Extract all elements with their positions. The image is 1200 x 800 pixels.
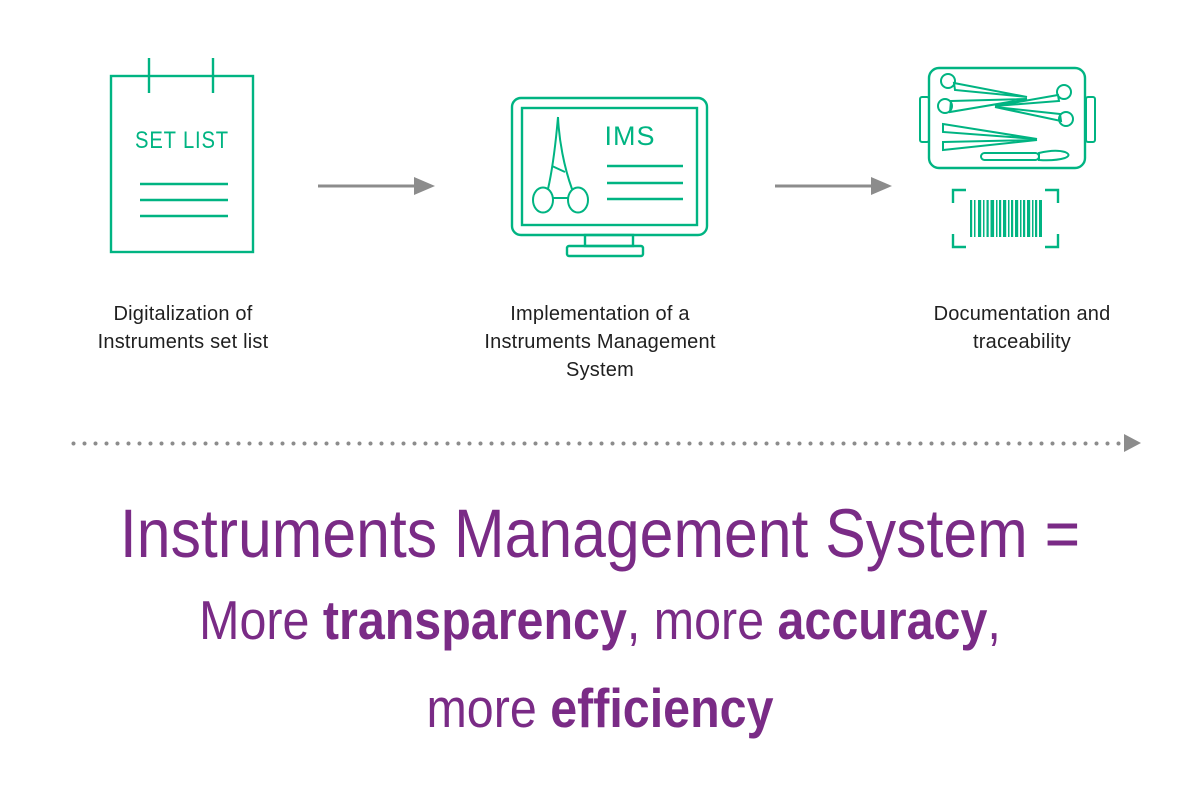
caption-line: Instruments Management — [484, 331, 716, 353]
timeline-arrowhead-icon — [1124, 434, 1141, 452]
monitor-screen — [520, 106, 699, 227]
caption-line: Instruments set list — [97, 331, 269, 353]
headline-line-1: Instruments Management System = — [119, 495, 1081, 572]
clamp-icon — [937, 73, 1028, 114]
caption-line: traceability — [973, 331, 1071, 353]
barcode-scan-frame — [951, 188, 1060, 249]
flow-arrow-icon — [318, 177, 435, 195]
barcode-icon — [970, 200, 1042, 237]
caption-line: System — [566, 359, 634, 381]
tray-handle-left — [919, 96, 930, 143]
clipboard-body — [109, 74, 255, 254]
headline-line-3: more efficiency — [426, 677, 774, 739]
clamp-icon — [994, 84, 1074, 127]
forceps-icon — [532, 116, 589, 214]
dotted-timeline — [68, 441, 1122, 446]
tray-handle-right — [1085, 96, 1096, 143]
monitor-neck — [583, 233, 635, 248]
set-list-clipboard-icon: SET LIST — [109, 58, 255, 254]
caption-line: Implementation of a — [510, 303, 690, 325]
flow-arrow-icon — [775, 177, 892, 195]
caption-documentation: Documentation and traceability — [872, 300, 1172, 356]
set-list-label: SET LIST — [135, 127, 229, 154]
tweezers-icon — [942, 122, 1038, 152]
headline-line-2: More transparency, more accuracy, — [199, 589, 1001, 651]
instrument-tray-barcode-icon — [919, 66, 1096, 249]
caption-line: Digitalization of — [113, 303, 253, 325]
headline: Instruments Management System = More tra… — [0, 492, 1200, 752]
ims-label: IMS — [604, 121, 655, 151]
caption-implementation: Implementation of a Instruments Manageme… — [450, 300, 750, 384]
caption-line: Documentation and — [933, 303, 1111, 325]
ims-monitor-icon: IMS — [510, 96, 709, 258]
caption-digitalization: Digitalization of Instruments set list — [43, 300, 323, 356]
monitor-base — [565, 244, 645, 258]
scalpel-icon — [980, 149, 1070, 162]
